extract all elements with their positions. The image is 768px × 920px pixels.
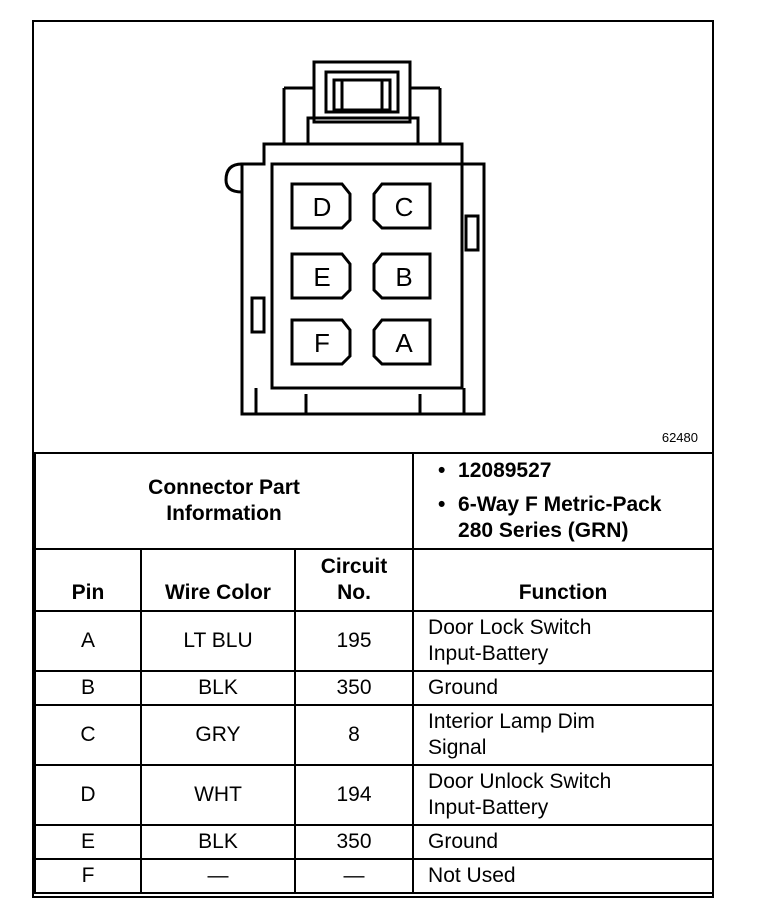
connector-table: Connector Part Information • 12089527 • …: [33, 452, 715, 894]
connector-info-details: • 12089527 • 6-Way F Metric-Pack 280 Ser…: [412, 452, 715, 550]
table-row: F — — Not Used: [34, 858, 715, 894]
pin-label-d: D: [313, 192, 332, 222]
table-row: B BLK 350 Ground: [34, 670, 715, 706]
pin-cavities: [290, 182, 432, 366]
pin-label-f: F: [314, 328, 330, 358]
connector-info-label: Connector Part Information: [33, 452, 415, 550]
connector-diagram: D C E B F A 62480: [34, 22, 712, 452]
document-frame: D C E B F A 62480 Connector Part Informa…: [32, 20, 715, 898]
header-wire-color: Wire Color: [140, 548, 296, 612]
table-row: E BLK 350 Ground: [34, 824, 715, 860]
header-circuit-no: Circuit No.: [293, 548, 415, 612]
table-header-row: Pin Wire Color Circuit No. Function: [34, 548, 715, 612]
header-pin: Pin: [34, 548, 142, 612]
pin-label-a: A: [395, 328, 413, 358]
connector-face-drawing: D C E B F A: [224, 60, 486, 416]
header-function: Function: [412, 548, 715, 612]
connector-description: • 6-Way F Metric-Pack 280 Series (GRN): [438, 493, 662, 542]
connector-info-row: Connector Part Information • 12089527 • …: [33, 452, 715, 550]
pin-label-c: C: [395, 192, 414, 222]
pin-label-b: B: [395, 262, 412, 292]
pin-label-e: E: [313, 262, 330, 292]
part-number: • 12089527: [438, 459, 552, 482]
figure-number: 62480: [661, 430, 698, 445]
